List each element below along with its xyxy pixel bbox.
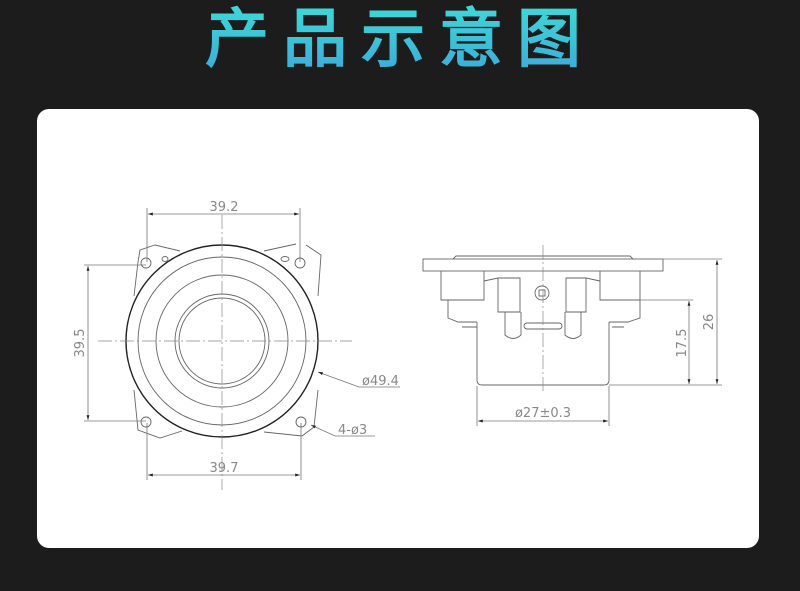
- page-title: 产品示意图: [0, 0, 800, 80]
- side-view: [422, 245, 722, 426]
- front-view: [84, 208, 400, 490]
- dim-total-depth: 26: [702, 314, 717, 331]
- dim-top-hole-spacing: 39.2: [210, 200, 239, 215]
- dim-mounting-holes: 4-ø3: [338, 423, 367, 438]
- dim-vertical-hole-spacing: 39.5: [73, 329, 88, 358]
- dim-bottom-hole-spacing: 39.7: [210, 461, 239, 476]
- dim-magnet-diameter: ø27±0.3: [515, 406, 571, 421]
- dim-outer-diameter: ø49.4: [362, 374, 399, 389]
- dim-magnet-depth: 17.5: [675, 329, 690, 358]
